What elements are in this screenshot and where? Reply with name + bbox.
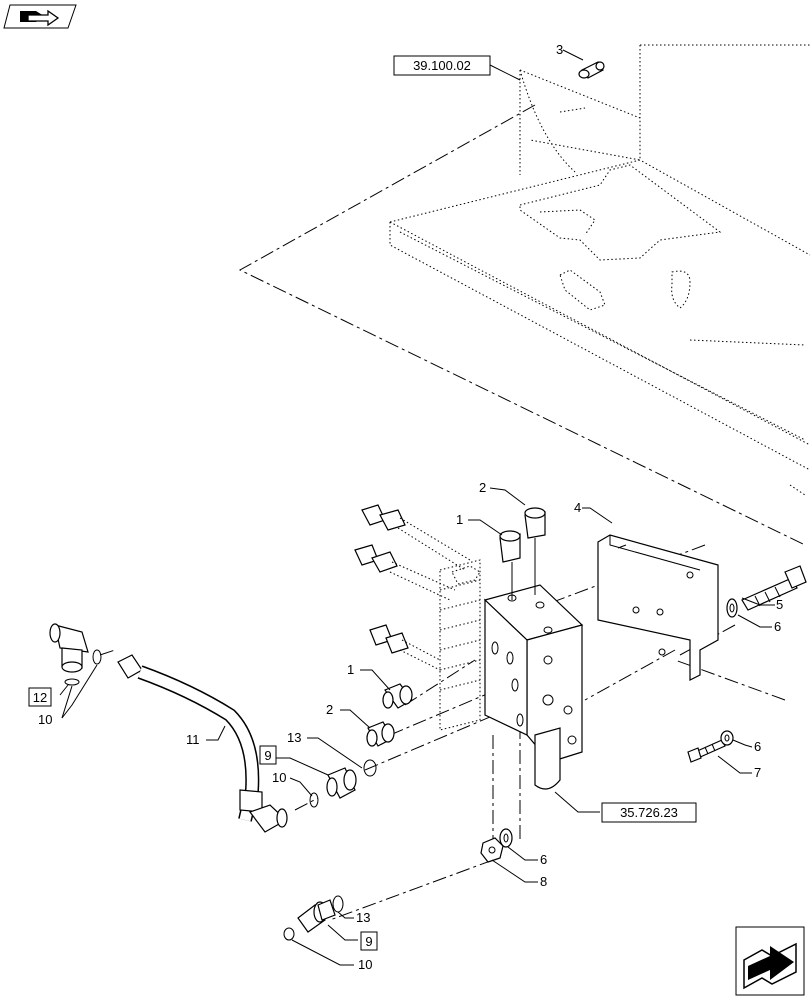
callout-9b-box[interactable]: 9	[360, 931, 378, 951]
callout-10a: 10	[272, 770, 286, 785]
next-page-arrow-icon[interactable]	[735, 926, 805, 996]
leader-lines	[59, 49, 775, 966]
callout-13b: 13	[356, 910, 370, 925]
upper-frame-assembly	[389, 44, 811, 496]
book-arrow-icon[interactable]	[3, 4, 77, 29]
part-9-connector-bottom[interactable]	[297, 899, 336, 933]
callout-9b: 9	[365, 934, 372, 949]
part-10-ring-bottom[interactable]	[283, 927, 295, 941]
part-12-tee-fitting[interactable]	[49, 623, 89, 673]
part-5-bolt[interactable]	[741, 565, 807, 611]
ref-35-label: 35.726.23	[620, 805, 678, 820]
part-3-bolt[interactable]	[578, 61, 605, 79]
ref-35-726-23[interactable]: 35.726.23	[601, 802, 697, 823]
callout-6a: 6	[774, 619, 781, 634]
part-7-bolt[interactable]	[687, 739, 726, 763]
part-13-seal-bottom[interactable]	[332, 895, 344, 913]
part-11-hose[interactable]	[117, 654, 288, 833]
callout-10b: 10	[38, 712, 52, 727]
callout-9a-box[interactable]: 9	[259, 745, 277, 765]
callout-4: 4	[574, 500, 581, 515]
callout-3: 3	[556, 42, 563, 57]
callout-12-box[interactable]: 12	[28, 687, 52, 707]
callout-1b: 1	[347, 662, 354, 677]
ref-39-label: 39.100.02	[413, 58, 471, 73]
connector-plugs	[354, 504, 471, 671]
part-10-ring-left[interactable]	[64, 649, 102, 686]
callout-13a: 13	[287, 730, 301, 745]
part-1-fitting-top[interactable]	[499, 530, 521, 600]
callout-6c: 6	[540, 852, 547, 867]
callout-1a: 1	[456, 512, 463, 527]
callout-7: 7	[754, 765, 761, 780]
part-1-fitting-side[interactable]	[382, 683, 413, 709]
callout-12: 12	[33, 690, 47, 705]
part-6-washer-lower-right[interactable]	[720, 730, 734, 746]
part-2-fitting-side[interactable]	[366, 721, 395, 747]
callout-2a: 2	[479, 480, 486, 495]
callout-10c: 10	[358, 957, 372, 972]
callout-2b: 2	[326, 702, 333, 717]
part-13-seal-side[interactable]	[363, 759, 377, 777]
callout-5: 5	[776, 597, 783, 612]
part-10-ring-side[interactable]	[309, 792, 319, 808]
part-6-washer-bottom[interactable]	[499, 828, 513, 848]
alignment-lines	[99, 104, 806, 921]
part-6-washer-upper[interactable]	[726, 598, 738, 618]
valve-block[interactable]	[439, 559, 584, 790]
callout-11: 11	[186, 732, 200, 747]
part-4-bracket[interactable]	[597, 534, 719, 681]
callout-6b: 6	[754, 739, 761, 754]
part-2-fitting-top[interactable]	[524, 507, 546, 595]
part-8-nut[interactable]	[480, 837, 504, 863]
callout-9a: 9	[264, 748, 271, 763]
callout-8: 8	[540, 874, 547, 889]
ref-39-100-02[interactable]: 39.100.02	[393, 55, 491, 76]
part-9-connector-side[interactable]	[326, 767, 357, 799]
